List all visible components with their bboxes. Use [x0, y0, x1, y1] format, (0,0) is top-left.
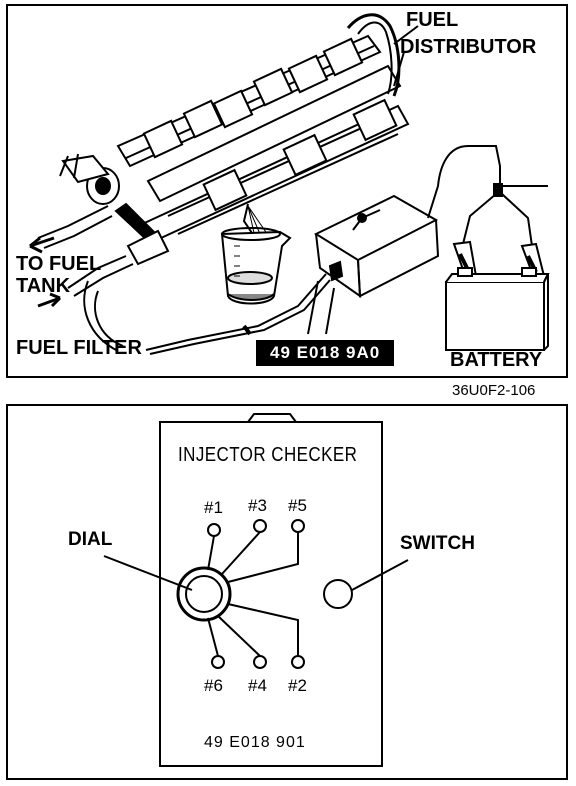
injector-checker-illustration	[103, 413, 409, 767]
switch-button	[323, 579, 353, 609]
checker-title: INJECTOR CHECKER	[178, 444, 358, 466]
figure-code: 36U0F2-106	[452, 382, 536, 399]
injector-checker-panel: INJECTOR CHECKER DIAL SWITCH #1 #3 #5 #6…	[6, 404, 568, 780]
injector-4-label: #4	[248, 676, 267, 695]
injector-5-label: #5	[288, 496, 307, 515]
fuel-injector-test-setup-panel: FUEL DISTRIBUTOR TO FUEL TANK FUEL FILTE…	[6, 4, 568, 378]
injector-6-label: #6	[204, 676, 223, 695]
fuel-system-illustration	[29, 13, 550, 355]
to-fuel-label: TO FUEL	[16, 253, 102, 275]
injector-1-label: #1	[204, 498, 223, 517]
checker-part-number-box: 49 E018 9A0	[256, 340, 395, 366]
injector-2-label: #2	[288, 676, 307, 695]
switch-label: SWITCH	[400, 533, 475, 554]
dial-label: DIAL	[68, 529, 113, 550]
injector-3-label: #3	[248, 496, 267, 515]
fuel-label: FUEL	[406, 9, 459, 31]
dial-knob	[185, 575, 223, 613]
battery-label: BATTERY	[450, 349, 543, 371]
distributor-label: DISTRIBUTOR	[400, 36, 537, 58]
fuel-filter-label: FUEL FILTER	[16, 337, 142, 359]
checker-part-number: 49 E018 901	[204, 734, 306, 751]
tank-label: TANK	[16, 275, 71, 297]
dial-outer-ring	[176, 566, 232, 622]
